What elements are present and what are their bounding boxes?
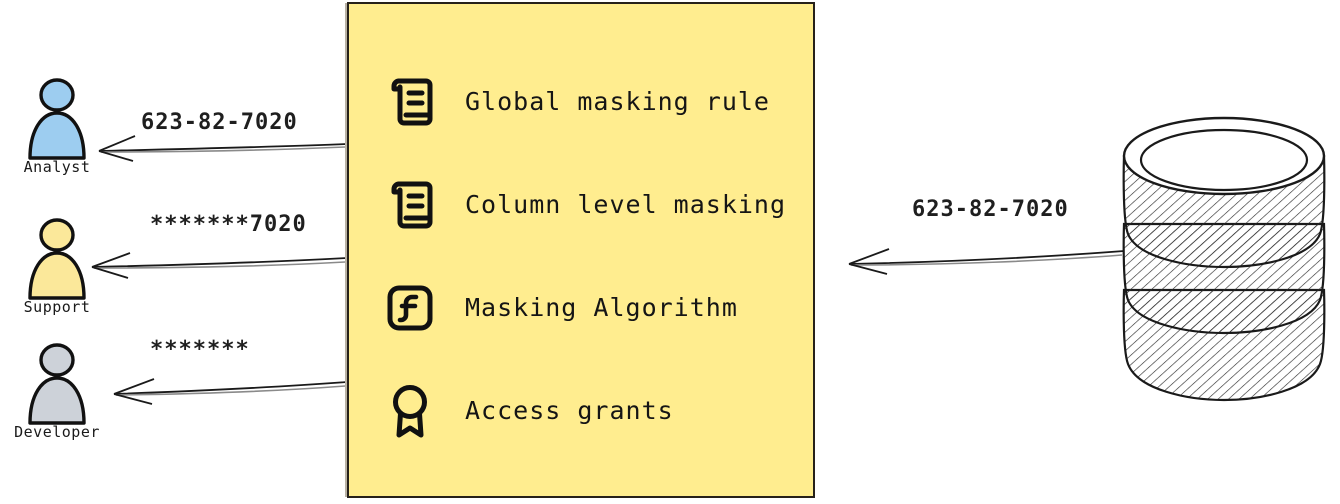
flow-label-analyst: 623-82-7020 [141, 110, 298, 135]
policy-item-label: Masking Algorithm [465, 293, 738, 322]
actor-analyst: Analyst [2, 78, 112, 175]
flow-label-developer: ******* [150, 337, 250, 362]
actor-label: Analyst [23, 158, 91, 176]
scroll-icon [383, 178, 437, 232]
policy-item-label: Access grants [465, 396, 674, 425]
person-icon [28, 218, 86, 300]
policy-item-masking-algorithm[interactable]: Masking Algorithm [383, 256, 803, 359]
person-icon [28, 78, 86, 160]
scroll-icon [383, 75, 437, 129]
actor-support: Support [2, 218, 112, 315]
function-icon [383, 281, 437, 335]
arrow-database-to-card [848, 248, 1125, 275]
policy-item-column-level-masking[interactable]: Column level masking [383, 153, 803, 256]
arrow-card-to-analyst [98, 135, 348, 162]
policy-item-label: Global masking rule [465, 87, 770, 116]
arrow-card-to-support [91, 252, 348, 279]
arrow-card-to-developer [113, 378, 348, 405]
flow-label-database: 623-82-7020 [912, 197, 1069, 222]
actor-developer: Developer [2, 343, 112, 440]
actor-label: Developer [14, 423, 100, 441]
policy-item-label: Column level masking [465, 190, 787, 219]
policy-item-access-grants[interactable]: Access grants [383, 359, 803, 462]
policy-item-global-masking-rule[interactable]: Global masking rule [383, 50, 803, 153]
actor-label: Support [23, 298, 91, 316]
person-icon [28, 343, 86, 425]
award-ribbon-icon [383, 384, 437, 438]
flow-label-support: *******7020 [150, 212, 307, 237]
policy-list: Global masking rule Column level masking [383, 50, 803, 462]
database-cylinder-icon [1118, 112, 1330, 402]
policy-card: Global masking rule Column level masking [347, 2, 815, 498]
